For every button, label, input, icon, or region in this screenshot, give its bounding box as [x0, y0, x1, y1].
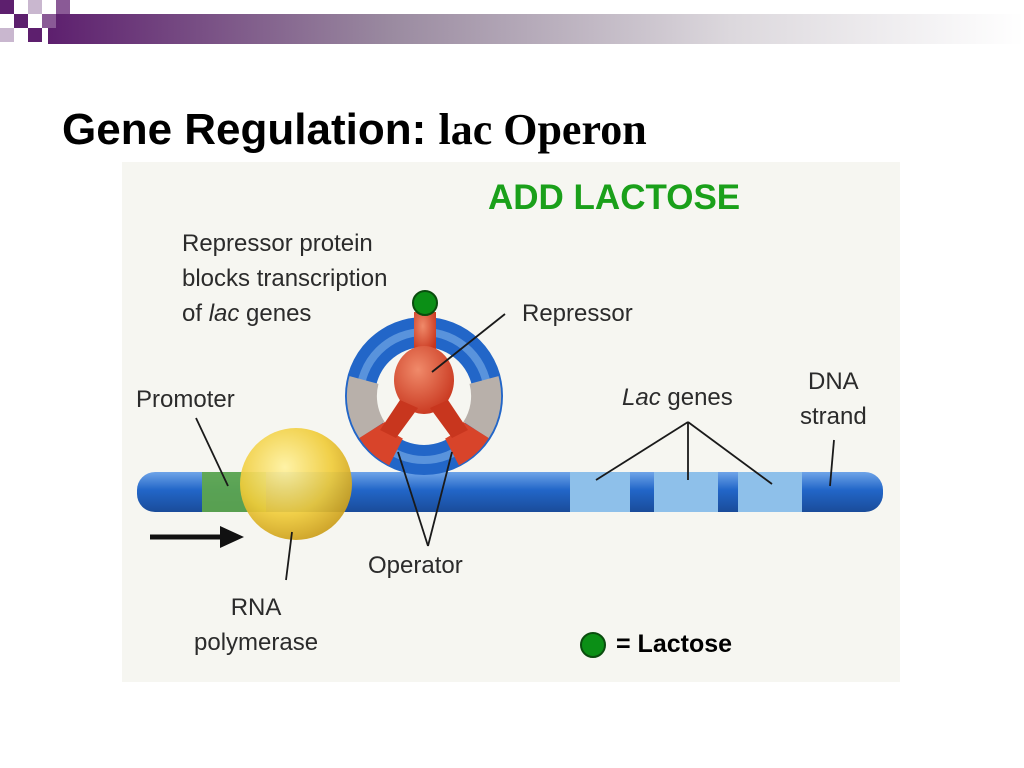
rna-label-line1: RNA	[230, 594, 282, 621]
note-prefix: of	[182, 300, 209, 327]
operator-label: Operator	[368, 552, 463, 579]
rna-polymerase-label: RNA polymerase	[194, 590, 318, 660]
note-lac-italic: lac	[208, 300, 240, 327]
transcription-arrow	[150, 526, 244, 548]
lac-gene-segment	[654, 472, 718, 512]
note-suffix: genes	[239, 300, 312, 327]
rna-label-line2: polymerase	[194, 629, 319, 656]
lac-genes-label: Lac genes	[622, 380, 733, 415]
lac-italic: Lac	[622, 384, 661, 411]
dna-label-line2: strand	[800, 403, 867, 430]
lac-gene-segment	[570, 472, 630, 512]
title-lac-operon: lac Operon	[438, 105, 647, 154]
lactose-legend-text: = Lactose	[616, 630, 733, 658]
repressor-note-line2: blocks transcription	[182, 265, 388, 292]
promoter-label: Promoter	[136, 386, 235, 413]
repressor-note-line1: Repressor protein	[182, 230, 373, 257]
title-main: Gene Regulation:	[62, 105, 439, 154]
repressor-protein	[380, 312, 468, 438]
diagram-background	[122, 162, 900, 682]
repressor-note-line3: of lac genes	[182, 296, 387, 331]
lactose-legend-icon	[580, 632, 606, 658]
rna-polymerase	[240, 428, 352, 540]
pointer-lines	[195, 313, 835, 581]
lac-genes-suffix: genes	[660, 384, 733, 411]
checker-decoration	[0, 0, 70, 42]
dna-label-line1: DNA	[808, 368, 859, 395]
dna-strand-label: DNA strand	[800, 364, 867, 434]
lac-gene-segment	[738, 472, 802, 512]
repressor-label: Repressor	[522, 300, 633, 327]
add-lactose-heading: ADD LACTOSE	[488, 178, 741, 217]
lactose-molecule	[412, 290, 438, 316]
slide-title: Gene Regulation: lac Operon	[62, 104, 647, 155]
slide-header-bar	[0, 0, 1024, 44]
repressor-note: Repressor protein blocks transcription o…	[182, 226, 387, 331]
